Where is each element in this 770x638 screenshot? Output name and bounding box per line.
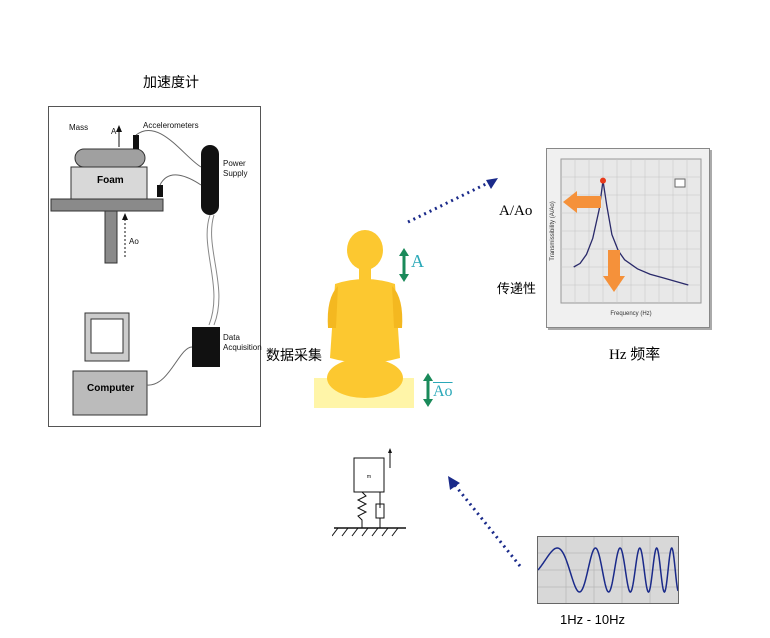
frequency-range-label: 1Hz - 10Hz <box>560 612 626 627</box>
schematic-mass <box>353 457 385 493</box>
computer-label: Computer <box>87 383 135 394</box>
a-symbol: A <box>411 251 424 271</box>
dotted-arrow-up-icon <box>407 178 498 224</box>
spring-icon <box>356 491 368 528</box>
accelerometer-top <box>133 135 139 149</box>
transmissibility-chart: Transmissibility (A/Ao) Frequency (Hz) <box>546 148 710 328</box>
accelerometer-title: 加速度计 <box>143 75 199 91</box>
data-acquisition-box <box>192 327 220 367</box>
legend-box <box>674 178 686 188</box>
data-collection-label: 数据采集 <box>266 348 322 364</box>
person-torso <box>330 279 400 363</box>
arrow-ao-icon <box>423 373 433 407</box>
peak-marker <box>600 177 606 184</box>
accelerometers-label: Accelerometers <box>143 121 199 130</box>
foam-block <box>70 166 148 200</box>
orange-arrow-down-icon <box>603 250 625 292</box>
data-acquisition-label: Data Acquisition <box>223 333 262 352</box>
mass-label: Mass <box>69 123 89 132</box>
transmissibility-label: 传递性 <box>497 282 537 297</box>
accelerometer-bottom <box>157 185 163 197</box>
table-top <box>50 198 164 212</box>
table-leg <box>104 210 118 264</box>
seated-person <box>314 230 414 408</box>
ratio-label: A/Ao <box>499 203 533 219</box>
person-hips <box>327 358 403 398</box>
power-supply <box>201 145 219 215</box>
sine-sweep-svg <box>537 537 679 603</box>
sine-wave <box>537 547 679 593</box>
chart-svg: Transmissibility (A/Ao) Frequency (Hz) <box>550 158 702 317</box>
power-supply-label: Power Supply <box>223 159 248 178</box>
svg-text:m: m <box>367 474 371 480</box>
chart-xlabel: Frequency (Hz) <box>610 311 651 317</box>
ao-label: Ao <box>129 237 139 246</box>
ao-symbol: Ao <box>433 383 453 400</box>
frequency-label: Hz 频率 <box>609 347 661 363</box>
sine-sweep-panel <box>537 536 679 604</box>
lab-setup-diagram: Mass A Accelerometers Power Supply Foam … <box>48 106 262 427</box>
person-head <box>347 230 383 270</box>
lab-setup-svg <box>50 125 220 416</box>
series-line <box>573 180 689 286</box>
dotted-arrow-diag-icon <box>448 476 522 567</box>
foam-label: Foam <box>97 175 124 186</box>
computer-case <box>72 370 148 416</box>
mass-block <box>74 148 146 168</box>
orange-arrow-left-icon <box>563 191 601 213</box>
chart-ylabel: Transmissibility (A/Ao) <box>550 201 556 260</box>
arrow-a-icon <box>399 248 409 282</box>
a-label: A <box>111 127 117 136</box>
spring-mass-schematic: m <box>332 448 406 537</box>
